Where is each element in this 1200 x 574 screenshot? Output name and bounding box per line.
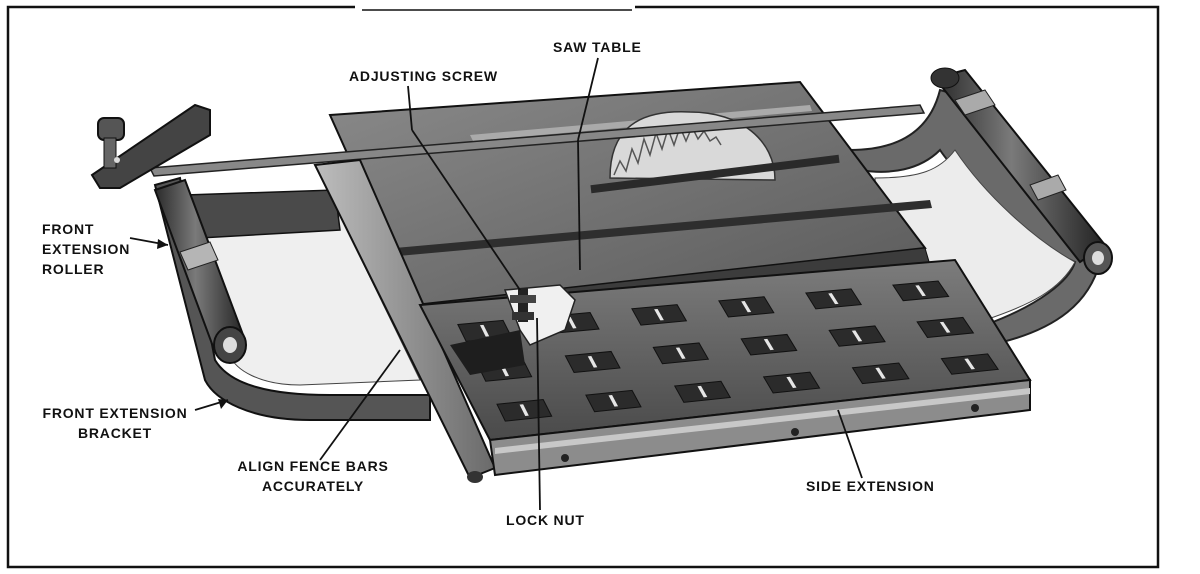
label-front-extension-bracket: FRONT EXTENSION BRACKET: [40, 403, 190, 443]
fence-rail-end: [467, 471, 483, 483]
label-lock-nut: LOCK NUT: [506, 510, 585, 530]
label-front-extension-roller: FRONT EXTENSION ROLLER: [42, 219, 130, 279]
front-extension-cross-bar: [185, 190, 340, 238]
label-front-extension-roller-line2: EXTENSION: [42, 239, 130, 259]
label-adjusting-screw: ADJUSTING SCREW: [349, 66, 498, 86]
mounting-hole: [971, 404, 979, 412]
frame-gap-top: [355, 4, 635, 10]
label-align-fence-bars-line1: ALIGN FENCE BARS: [228, 456, 398, 476]
label-side-extension: SIDE EXTENSION: [806, 476, 935, 496]
label-align-fence-bars: ALIGN FENCE BARS ACCURATELY: [228, 456, 398, 496]
label-front-extension-bracket-line1: FRONT EXTENSION: [40, 403, 190, 423]
label-front-extension-roller-line1: FRONT: [42, 219, 130, 239]
mounting-hole: [561, 454, 569, 462]
mounting-hole: [791, 428, 799, 436]
label-front-extension-bracket-line2: BRACKET: [40, 423, 190, 443]
label-align-fence-bars-line2: ACCURATELY: [228, 476, 398, 496]
label-saw-table: SAW TABLE: [553, 37, 642, 57]
label-front-extension-roller-line3: ROLLER: [42, 259, 130, 279]
